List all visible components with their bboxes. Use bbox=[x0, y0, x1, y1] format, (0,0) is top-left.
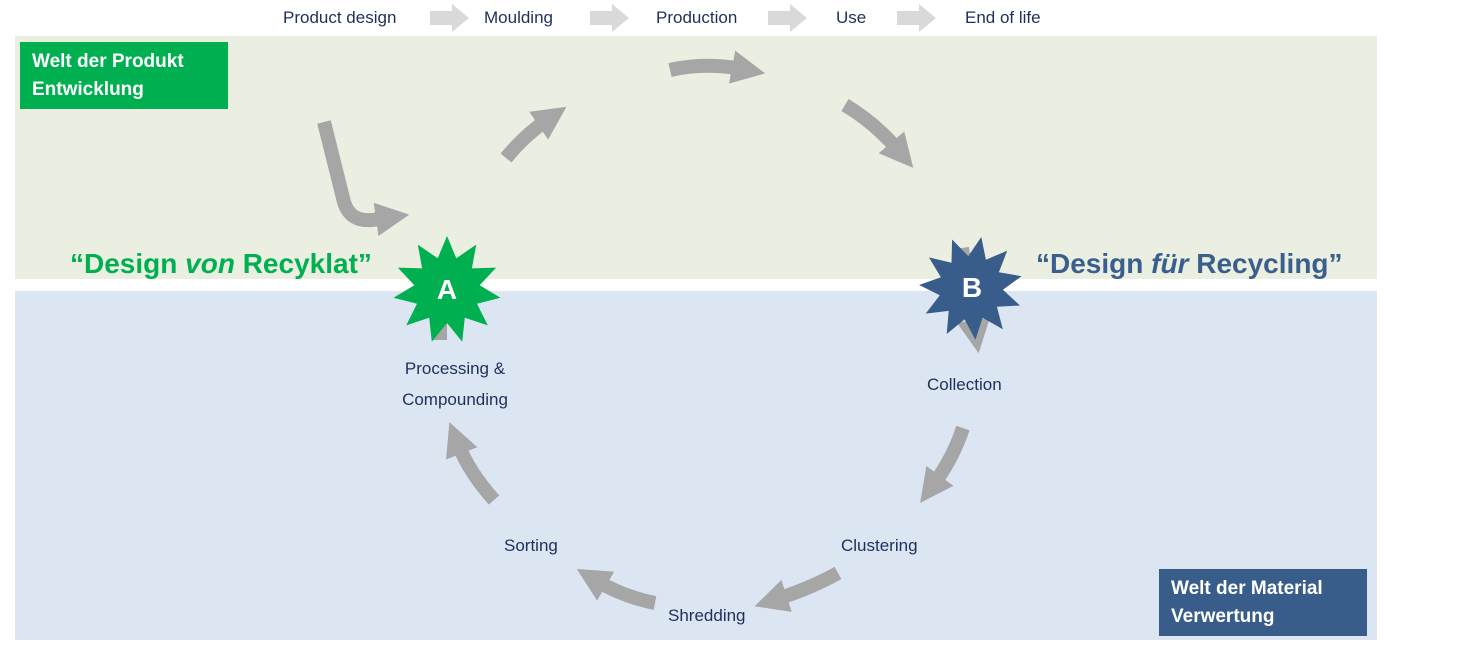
step-end-of-life: End of life bbox=[965, 8, 1041, 27]
marker-a-starburst: A bbox=[393, 236, 501, 342]
material-world-label: Welt der Material Verwertung bbox=[1159, 569, 1367, 636]
stage-sorting: Sorting bbox=[504, 536, 558, 555]
flow-arrow-4 bbox=[897, 4, 936, 32]
stage-shredding: Shredding bbox=[668, 606, 746, 625]
marker-a-letter: A bbox=[437, 274, 457, 305]
marker-a-star bbox=[393, 236, 501, 342]
step-use: Use bbox=[836, 8, 867, 27]
design-for-recycling-quote: “Design für Recycling” bbox=[1036, 248, 1343, 280]
product-world-label: Welt der Produkt Entwicklung bbox=[20, 42, 228, 109]
material-recovery-zone bbox=[15, 291, 1377, 640]
stage-processing-compounding: Processing & Compounding bbox=[385, 353, 525, 415]
step-product-design: Product design bbox=[283, 8, 397, 27]
cycle-arrow-2 bbox=[668, 50, 766, 84]
cycle-arrow-1 bbox=[500, 106, 567, 163]
step-moulding: Moulding bbox=[484, 8, 553, 27]
marker-b-star bbox=[919, 237, 1022, 340]
cycle-arrow-7 bbox=[446, 422, 500, 505]
cycle-arrow-6 bbox=[576, 569, 657, 610]
quote-a-suffix: Recyklat” bbox=[234, 248, 372, 279]
marker-b-letter: B bbox=[962, 272, 982, 303]
stage-processing-line2: Compounding bbox=[402, 390, 508, 409]
cycle-arrow-5 bbox=[754, 566, 842, 612]
cycle-arrow-4 bbox=[920, 425, 970, 503]
quote-b-prefix: “Design bbox=[1036, 248, 1152, 279]
stage-clustering: Clustering bbox=[841, 536, 918, 555]
stage-processing-line1: Processing & bbox=[404, 359, 506, 378]
marker-b-starburst: B bbox=[919, 237, 1022, 340]
flow-arrow-2 bbox=[590, 4, 629, 32]
quote-b-suffix: Recycling” bbox=[1188, 248, 1343, 279]
cycle-arrow-bend bbox=[317, 120, 410, 237]
step-production: Production bbox=[656, 8, 738, 27]
cycle-arrow-3 bbox=[841, 98, 914, 168]
flow-arrow-3 bbox=[768, 4, 807, 32]
flow-arrow-1 bbox=[430, 4, 469, 32]
product-development-zone bbox=[15, 36, 1377, 279]
quote-a-emphasis: von bbox=[185, 248, 235, 279]
design-from-recyclate-quote: “Design von Recyklat” bbox=[70, 248, 372, 280]
quote-a-prefix: “Design bbox=[70, 248, 186, 279]
quote-b-emphasis: für bbox=[1151, 248, 1189, 279]
stage-collection: Collection bbox=[927, 375, 1002, 394]
